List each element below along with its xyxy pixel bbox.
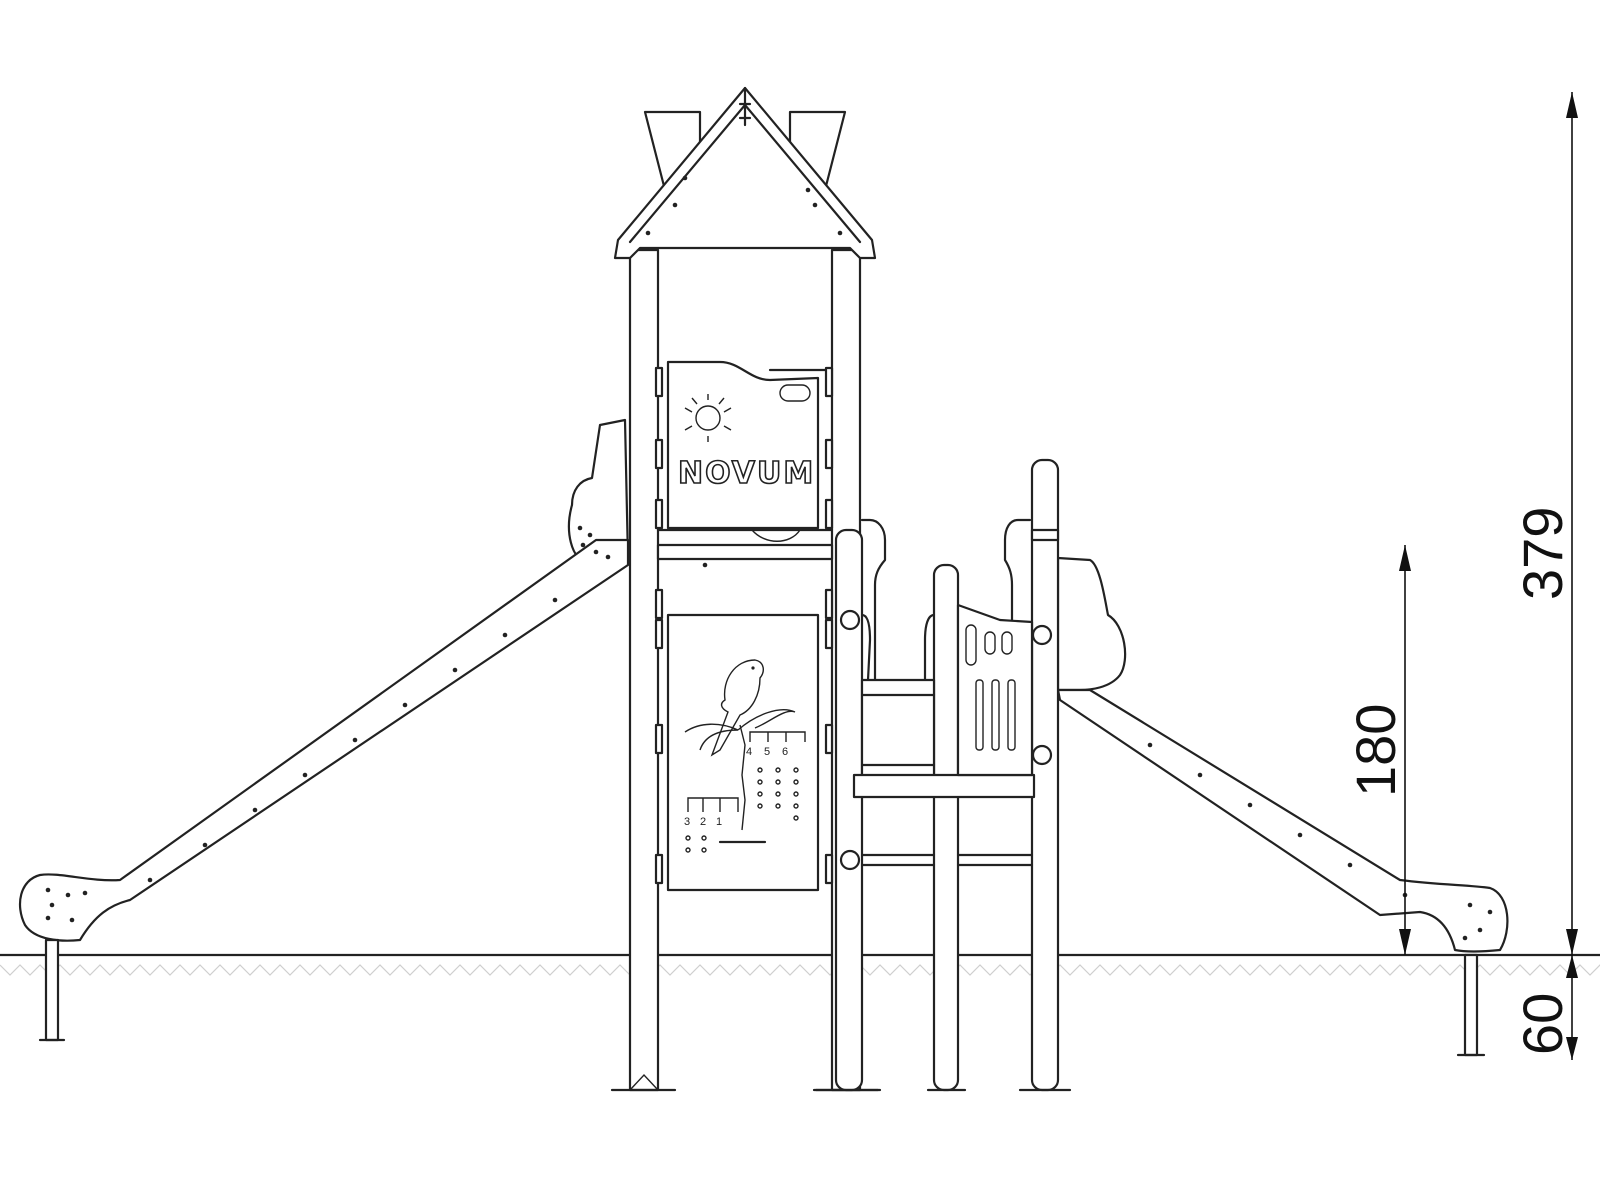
ground <box>0 953 1600 976</box>
dimension-total-height: 379 <box>1511 92 1578 955</box>
dimension-platform-height-label: 180 <box>1344 704 1407 797</box>
dimension-total-height-label: 379 <box>1511 507 1574 600</box>
sun-icon <box>684 394 732 442</box>
dimension-foundation-depth-label: 60 <box>1511 993 1574 1055</box>
ground-hatch <box>0 964 1600 976</box>
counting-frame: 3 2 1 4 5 6 <box>684 731 806 853</box>
brand-name: NOVUM <box>678 456 815 491</box>
dimension-platform-height: 180 <box>1344 545 1411 955</box>
count-digit-2: 2 <box>700 816 706 828</box>
palm-tree-icon <box>684 709 796 844</box>
parrot-panel: 3 2 1 4 5 6 <box>666 613 820 892</box>
right-slide <box>1056 556 1509 1057</box>
count-digit-1: 1 <box>716 816 722 828</box>
count-digit-6: 6 <box>782 746 788 758</box>
low-platform-section <box>814 458 1072 1092</box>
brand-panel: NOVUM <box>656 360 834 568</box>
parrot-icon <box>710 659 764 757</box>
dimension-foundation-depth: 60 <box>1511 955 1578 1060</box>
tower-roof <box>613 86 877 260</box>
left-slide <box>18 418 630 1042</box>
count-digit-3: 3 <box>684 816 690 828</box>
count-digit-4: 4 <box>746 746 752 758</box>
count-digit-5: 5 <box>764 746 770 758</box>
panel-brackets <box>654 366 834 885</box>
